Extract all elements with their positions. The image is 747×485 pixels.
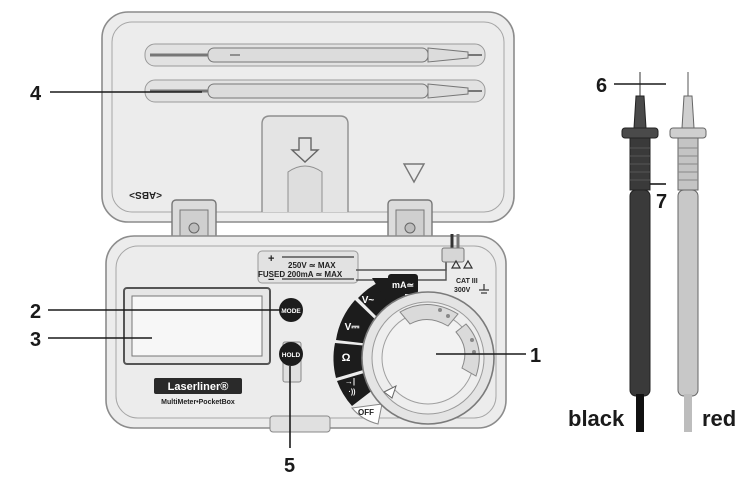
black-probe-label: black: [568, 406, 625, 431]
stored-probe-lower: [150, 83, 482, 99]
hold-button[interactable]: HOLD: [279, 342, 303, 366]
lcd-display: [123, 287, 271, 365]
meter-body: + − 250V ≃ MAX FUSED 200mA ≃ MAX CAT III…: [105, 234, 507, 433]
callout-5: 5: [284, 455, 295, 477]
cat-rating: CAT III: [456, 278, 478, 285]
down-arrow-icon: [290, 137, 320, 163]
red-test-probe: [669, 72, 707, 432]
dial-position-diode: →|: [345, 377, 355, 386]
minus-sign: −: [268, 274, 274, 286]
lid: <ABS>: [101, 11, 515, 223]
dial-position-vdc: V⎓: [345, 322, 360, 333]
mode-button-label: MODE: [281, 308, 301, 315]
rotary-switch[interactable]: [361, 291, 495, 425]
current-spec: FUSED 200mA ≃ MAX: [258, 270, 343, 279]
red-probe-label: red: [702, 406, 736, 431]
callout-6: 6: [596, 75, 607, 97]
ground-icon: [479, 284, 489, 294]
callout-3: 3: [30, 329, 41, 351]
black-test-probe: [621, 72, 659, 432]
dial-position-ohm: Ω: [342, 352, 351, 364]
callout-1: 1: [530, 345, 541, 367]
dial-position-vac: V~: [362, 295, 375, 306]
voltage-spec: 250V ≃ MAX: [288, 261, 336, 270]
warning-icon: [450, 259, 474, 269]
cat-voltage: 300V: [454, 287, 471, 294]
plus-sign: +: [268, 253, 274, 265]
abs-mark: <ABS>: [129, 189, 162, 200]
callout-7: 7: [656, 191, 667, 213]
callout-2: 2: [30, 301, 41, 323]
callout-4: 4: [30, 83, 42, 105]
brand-logo: Laserliner®: [154, 378, 242, 394]
dial-position-continuity: ·)): [349, 389, 356, 396]
triangle-marker-icon: [402, 163, 426, 184]
product-name: MultiMeter•PocketBox: [161, 399, 235, 406]
dial-position-off: OFF: [358, 408, 374, 417]
svg-text:Laserliner®: Laserliner®: [168, 381, 229, 393]
pointer-arrow-icon: [383, 385, 397, 399]
mode-button[interactable]: MODE: [279, 298, 303, 322]
hold-button-label: HOLD: [282, 352, 301, 359]
dial-position-ma: mA≃: [392, 280, 414, 290]
stored-probe-upper: [150, 47, 482, 63]
probe-jack: [441, 247, 465, 263]
callout-leaders: [48, 83, 666, 448]
